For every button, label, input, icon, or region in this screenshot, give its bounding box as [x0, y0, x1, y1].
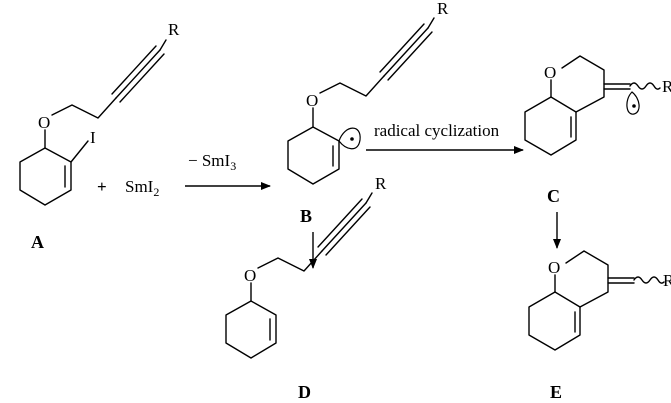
label-d: D: [298, 382, 311, 402]
a-r-group: R: [168, 20, 180, 39]
b-radical-orbital: [338, 127, 361, 150]
e-oxygen: O: [548, 258, 560, 277]
label-a: A: [31, 232, 44, 252]
cyclization-label: radical cyclization: [374, 121, 500, 140]
c-radical-dot: [632, 104, 636, 108]
c-oxygen: O: [544, 63, 556, 82]
b-radical-dot: [350, 137, 354, 141]
compound-d: O R D: [225, 174, 387, 402]
a-oxygen: O: [38, 113, 50, 132]
a-iodine: I: [90, 128, 96, 147]
e-r-group: R: [663, 271, 671, 290]
label-c: C: [547, 186, 560, 206]
c-radical-orbital: [626, 91, 640, 115]
b-r-group: R: [437, 0, 449, 18]
d-oxygen: O: [244, 266, 256, 285]
byproduct-label: − SmI3: [188, 151, 236, 173]
d-r-group: R: [375, 174, 387, 193]
compound-e: O R E: [528, 250, 671, 402]
compound-b: O R B: [287, 0, 449, 226]
compound-c: O R C: [524, 55, 671, 206]
label-b: B: [300, 206, 312, 226]
label-e: E: [550, 382, 562, 402]
c-r-group: R: [662, 77, 671, 96]
smi2-reagent: SmI2: [125, 177, 159, 199]
plus-sign: +: [97, 177, 107, 196]
compound-a: O I R A: [19, 20, 180, 252]
b-oxygen: O: [306, 91, 318, 110]
